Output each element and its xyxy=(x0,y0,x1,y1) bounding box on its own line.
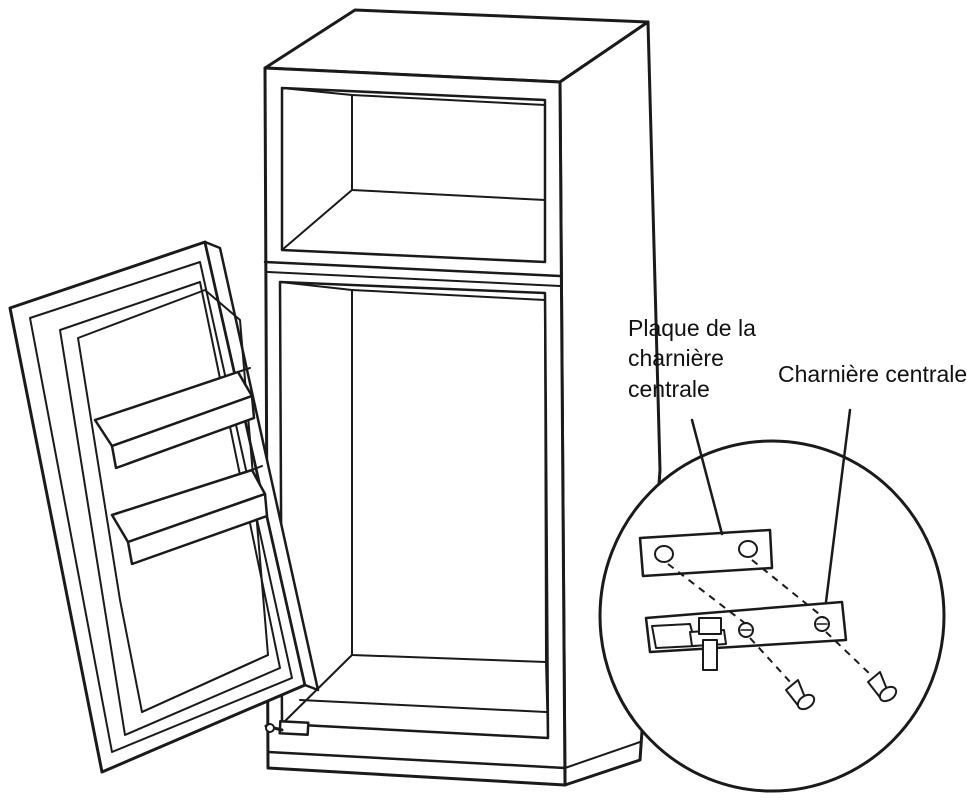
hinge-detail-callout xyxy=(598,408,946,793)
door-shelf-lower xyxy=(110,465,269,566)
leader-line-plate xyxy=(690,418,724,536)
compartment-divider xyxy=(263,260,562,278)
label-center-hinge: Charnière centrale xyxy=(778,361,967,387)
bottom-hinge xyxy=(264,720,310,736)
refrigerator-door xyxy=(8,240,320,774)
door-shelf-upper xyxy=(93,367,256,470)
alignment-guides xyxy=(667,559,873,685)
refrigerator-cabinet xyxy=(263,8,662,787)
screw-right xyxy=(867,671,898,703)
label-plate-line1: Plaque de la xyxy=(628,315,756,341)
door-gasket xyxy=(29,261,293,753)
label-plate-line2: charnière xyxy=(628,345,724,371)
screw-left xyxy=(785,679,816,711)
center-hinge xyxy=(644,600,848,671)
label-plate-line3: centrale xyxy=(628,376,710,402)
center-hinge-plate xyxy=(638,528,774,578)
leader-line-hinge xyxy=(824,408,852,604)
freezer-compartment xyxy=(280,86,547,264)
